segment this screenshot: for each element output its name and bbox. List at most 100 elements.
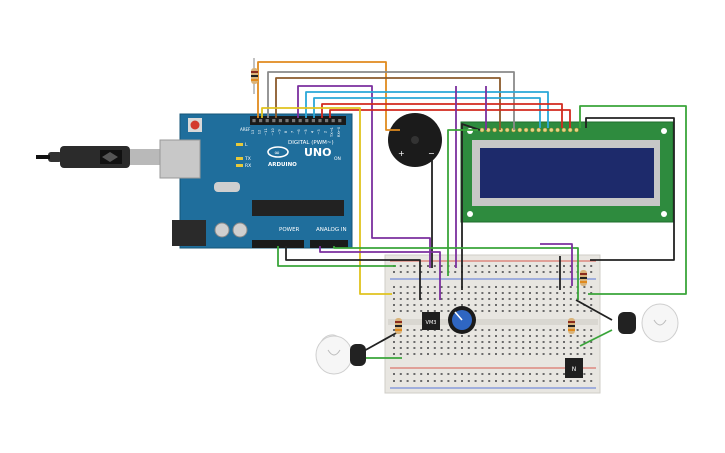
breadboard-hole[interactable] (515, 341, 518, 343)
breadboard-hole[interactable] (440, 310, 443, 312)
breadboard-hole[interactable] (535, 298, 538, 300)
breadboard-hole[interactable] (522, 304, 525, 306)
breadboard-hole[interactable] (447, 335, 450, 337)
breadboard-hole[interactable] (420, 286, 423, 288)
ic-right[interactable]: N (565, 358, 583, 378)
breadboard-hole[interactable] (406, 335, 409, 337)
breadboard-hole[interactable] (583, 347, 586, 349)
breadboard-hole[interactable] (576, 380, 579, 382)
breadboard-hole[interactable] (535, 329, 538, 331)
breadboard-hole[interactable] (393, 329, 395, 331)
breadboard-hole[interactable] (406, 373, 409, 375)
breadboard-hole[interactable] (515, 373, 518, 375)
breadboard-hole[interactable] (576, 329, 579, 331)
breadboard-hole[interactable] (495, 310, 497, 312)
breadboard-hole[interactable] (535, 353, 538, 355)
breadboard-hole[interactable] (454, 341, 457, 343)
breadboard-hole[interactable] (467, 353, 470, 355)
digital-pin-hole[interactable] (311, 119, 315, 123)
breadboard-hole[interactable] (474, 341, 477, 343)
breadboard-hole[interactable] (413, 304, 416, 306)
breadboard-hole[interactable] (433, 265, 436, 267)
breadboard-hole[interactable] (556, 310, 559, 312)
breadboard-hole[interactable] (563, 271, 565, 273)
breadboard-hole[interactable] (461, 298, 463, 300)
breadboard-hole[interactable] (549, 347, 552, 349)
breadboard-hole[interactable] (576, 335, 579, 337)
breadboard-hole[interactable] (406, 304, 409, 306)
breadboard-hole[interactable] (522, 373, 525, 375)
breadboard-hole[interactable] (474, 373, 477, 375)
breadboard-hole[interactable] (467, 298, 470, 300)
breadboard-hole[interactable] (427, 341, 429, 343)
breadboard-hole[interactable] (393, 286, 395, 288)
breadboard-hole[interactable] (501, 292, 504, 294)
breadboard-hole[interactable] (583, 335, 586, 337)
breadboard-hole[interactable] (413, 271, 416, 273)
digital-pin-hole[interactable] (292, 119, 296, 123)
breadboard-hole[interactable] (508, 286, 511, 288)
breadboard-hole[interactable] (542, 347, 545, 349)
breadboard-hole[interactable] (474, 292, 477, 294)
breadboard-hole[interactable] (556, 271, 559, 273)
breadboard-hole[interactable] (583, 341, 586, 343)
breadboard-hole[interactable] (440, 292, 443, 294)
breadboard-hole[interactable] (454, 304, 457, 306)
breadboard-hole[interactable] (454, 335, 457, 337)
breadboard-hole[interactable] (474, 353, 477, 355)
breadboard-hole[interactable] (556, 380, 559, 382)
breadboard-hole[interactable] (454, 347, 457, 349)
breadboard-hole[interactable] (467, 271, 470, 273)
breadboard-hole[interactable] (563, 304, 565, 306)
breadboard-hole[interactable] (522, 265, 525, 267)
breadboard-hole[interactable] (508, 373, 511, 375)
breadboard-hole[interactable] (515, 335, 518, 337)
breadboard-hole[interactable] (427, 335, 429, 337)
breadboard-hole[interactable] (393, 347, 395, 349)
breadboard-hole[interactable] (549, 341, 552, 343)
breadboard-hole[interactable] (583, 329, 586, 331)
breadboard-hole[interactable] (549, 286, 552, 288)
breadboard-hole[interactable] (556, 298, 559, 300)
breadboard-hole[interactable] (440, 329, 443, 331)
breadboard-hole[interactable] (461, 292, 463, 294)
breadboard-hole[interactable] (542, 335, 545, 337)
breadboard-hole[interactable] (427, 292, 429, 294)
breadboard-hole[interactable] (393, 335, 395, 337)
breadboard-hole[interactable] (488, 304, 491, 306)
digital-pin-hole[interactable] (265, 119, 269, 123)
breadboard-hole[interactable] (535, 286, 538, 288)
breadboard-hole[interactable] (590, 304, 593, 306)
breadboard-hole[interactable] (522, 341, 525, 343)
breadboard-hole[interactable] (542, 341, 545, 343)
breadboard-hole[interactable] (583, 373, 586, 375)
breadboard-hole[interactable] (515, 292, 518, 294)
breadboard-hole[interactable] (522, 310, 525, 312)
breadboard-hole[interactable] (420, 265, 423, 267)
breadboard-hole[interactable] (399, 265, 402, 267)
breadboard-hole[interactable] (515, 347, 518, 349)
breadboard-hole[interactable] (406, 265, 409, 267)
breadboard-hole[interactable] (583, 292, 586, 294)
breadboard-hole[interactable] (399, 341, 402, 343)
breadboard-hole[interactable] (393, 380, 395, 382)
breadboard-hole[interactable] (406, 353, 409, 355)
breadboard-hole[interactable] (556, 353, 559, 355)
resistor-bb-top-right[interactable] (580, 270, 587, 286)
breadboard-hole[interactable] (542, 353, 545, 355)
lamp-left[interactable] (315, 334, 366, 375)
breadboard-hole[interactable] (529, 347, 531, 349)
breadboard-hole[interactable] (522, 271, 525, 273)
breadboard-hole[interactable] (549, 373, 552, 375)
breadboard-hole[interactable] (440, 335, 443, 337)
breadboard-hole[interactable] (515, 353, 518, 355)
digital-pin-hole[interactable] (338, 119, 342, 123)
breadboard-hole[interactable] (590, 353, 593, 355)
digital-pin-hole[interactable] (325, 119, 329, 123)
breadboard-hole[interactable] (508, 271, 511, 273)
breadboard-hole[interactable] (522, 286, 525, 288)
breadboard-hole[interactable] (399, 310, 402, 312)
breadboard-hole[interactable] (420, 304, 423, 306)
breadboard-hole[interactable] (590, 341, 593, 343)
breadboard-hole[interactable] (481, 265, 484, 267)
